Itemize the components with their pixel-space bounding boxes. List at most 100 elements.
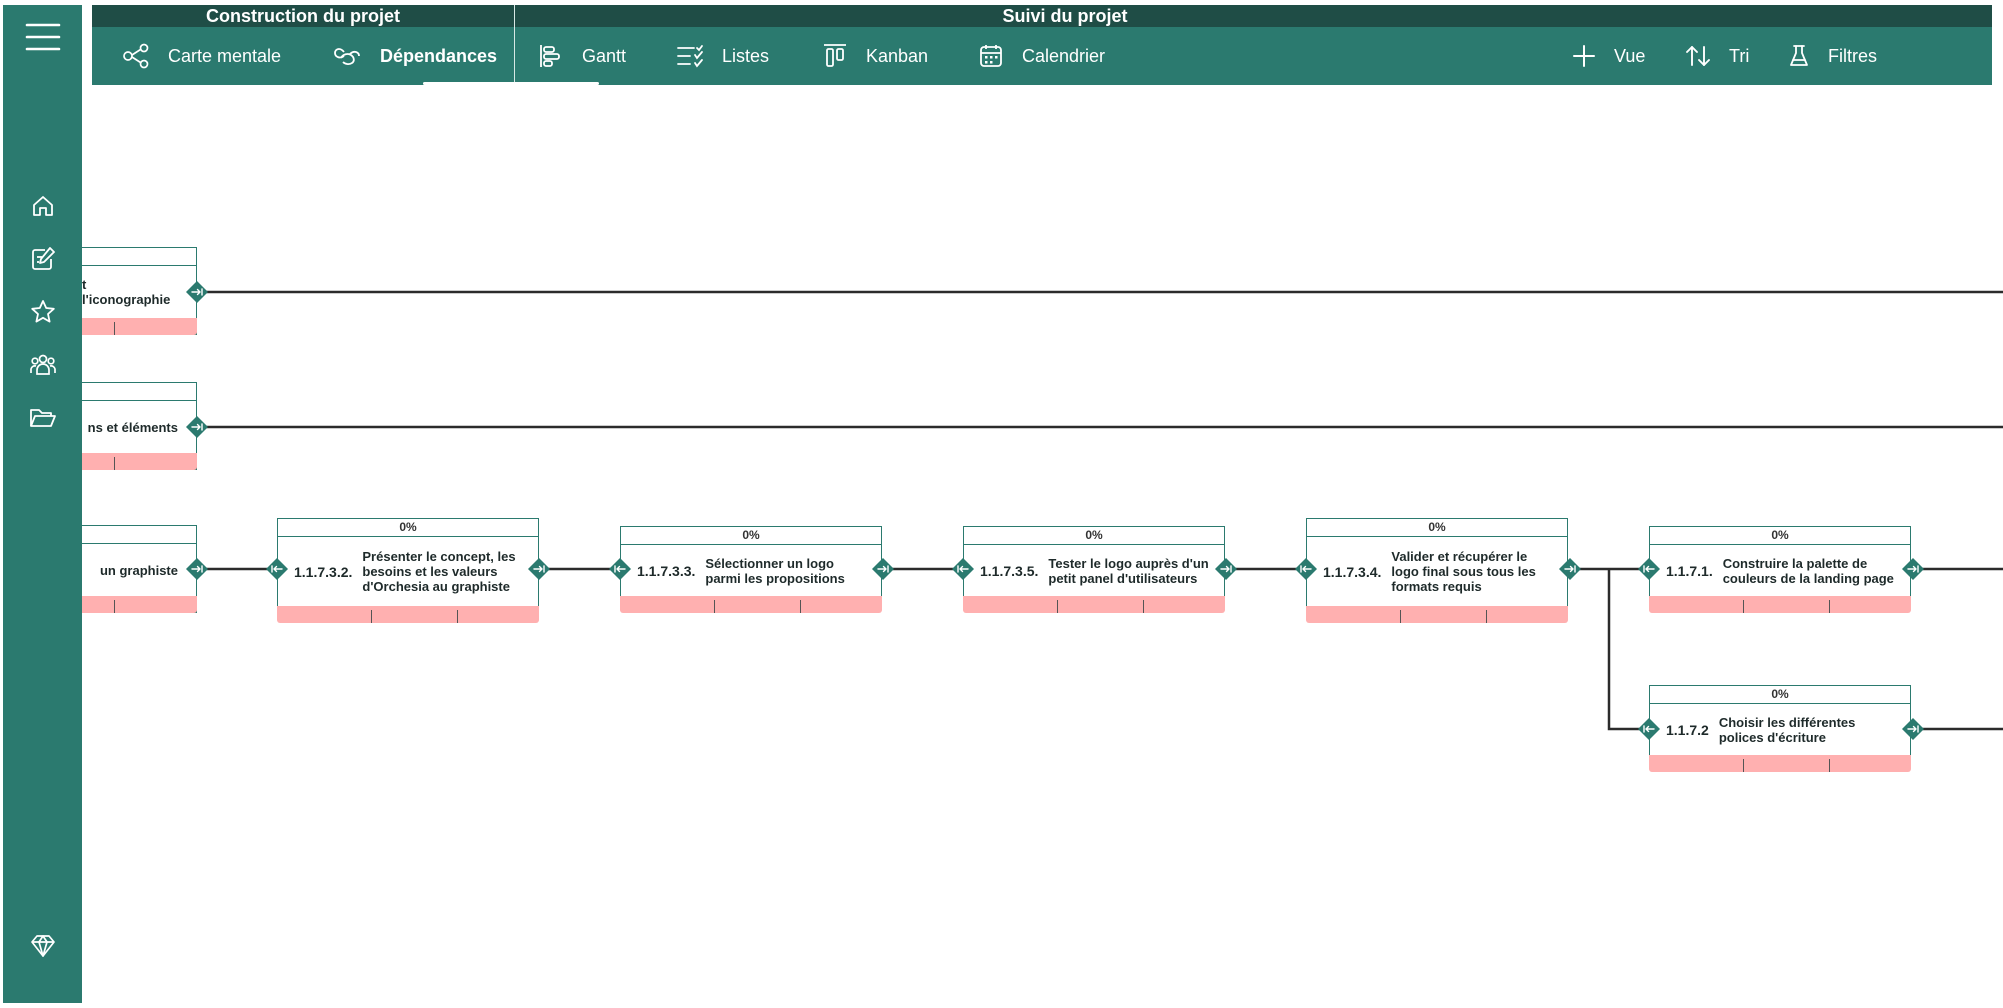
tab-label: Calendrier	[1022, 45, 1106, 66]
sort-icon	[1686, 46, 1710, 66]
task-label: Sélectionner un logo parmi les propositi…	[705, 555, 845, 586]
sort-button[interactable]: Tri	[1685, 27, 1749, 85]
task-progress-header	[82, 383, 196, 401]
output-anchor[interactable]	[1901, 557, 1925, 581]
sidebar-item-favorites[interactable]	[3, 292, 82, 332]
task-progress-label: 0%	[277, 518, 539, 536]
filters-button[interactable]: Filtres	[1788, 27, 1877, 85]
output-anchor[interactable]	[1214, 557, 1238, 581]
task-body: 1.1.7.3.5. Tester le logo auprès d'un pe…	[963, 544, 1225, 596]
task-progress-header	[82, 248, 196, 266]
output-anchor[interactable]	[185, 557, 209, 581]
task-card[interactable]: 0% 1.1.7.3.5. Tester le logo auprès d'un…	[963, 526, 1225, 613]
sidebar-item-folders[interactable]	[3, 398, 82, 438]
menu-button[interactable]	[3, 13, 82, 61]
task-card-partial[interactable]: ns et éléments	[82, 382, 197, 470]
task-card[interactable]: 0% 1.1.7.3.3. Sélectionner un logo parmi…	[620, 526, 882, 613]
task-body: ns et éléments	[82, 401, 196, 453]
task-code: 1.1.7.2	[1666, 721, 1709, 738]
sidebar-item-home[interactable]	[3, 186, 82, 226]
tab-listes[interactable]: Listes	[676, 27, 769, 85]
diamond-anchor-icon	[186, 558, 208, 580]
team-icon	[29, 354, 56, 375]
diamond-anchor-icon	[1215, 558, 1237, 580]
tab-label: Listes	[722, 45, 770, 66]
sidebar-item-notes[interactable]	[3, 239, 82, 279]
top-toolbar: Construction du projet Suivi du projet C…	[92, 5, 1992, 85]
task-code: 1.1.7.3.3.	[637, 562, 696, 579]
task-label: un graphiste	[99, 562, 178, 578]
group-title-construction: Construction du projet	[206, 6, 400, 26]
task-progress-bar	[963, 596, 1225, 613]
task-progress-bar	[82, 453, 197, 470]
diamond-anchor-icon	[872, 558, 894, 580]
input-anchor[interactable]	[1637, 557, 1661, 581]
add-view-button[interactable]: Vue	[1572, 27, 1645, 85]
task-body: 1.1.7.1. Construire la palette de couleu…	[1649, 544, 1911, 596]
action-label: Filtres	[1828, 45, 1877, 66]
task-label: Construire la palette de couleurs de la …	[1722, 555, 1894, 586]
action-label: Tri	[1729, 45, 1750, 66]
task-body: 1.1.7.3.4. Valider et récupérer le logo …	[1306, 536, 1568, 606]
tab-calendrier[interactable]: Calendrier	[978, 27, 1105, 85]
task-label: ns et éléments	[87, 419, 178, 435]
dependency-links	[197, 290, 2003, 731]
tab-carte-mentale[interactable]: Carte mentale	[122, 27, 281, 85]
task-card-partial[interactable]: un graphiste	[82, 525, 197, 613]
task-card[interactable]: 0% 1.1.7.2 Choisir les différentes polic…	[1649, 685, 1911, 772]
diamond-anchor-icon	[1638, 558, 1660, 580]
kanban-icon	[824, 44, 846, 67]
input-anchor[interactable]	[1637, 717, 1661, 741]
group-title-suivi: Suivi du projet	[1002, 6, 1128, 26]
task-label: Tester le logo auprès d'un petit panel d…	[1048, 555, 1209, 586]
tab-label: Carte mentale	[168, 45, 282, 66]
task-code: 1.1.7.3.2.	[294, 563, 353, 580]
folder-icon	[29, 409, 56, 427]
task-card[interactable]: 0% 1.1.7.1. Construire la palette de cou…	[1649, 526, 1911, 613]
task-progress-bar	[82, 318, 197, 335]
output-anchor[interactable]	[871, 557, 895, 581]
task-progress-label: 0%	[1649, 685, 1911, 703]
task-card[interactable]: 0% 1.1.7.3.4. Valider et récupérer le lo…	[1306, 518, 1568, 623]
diamond-icon	[30, 935, 55, 957]
flask-icon	[1790, 45, 1808, 66]
diamond-anchor-icon	[528, 558, 550, 580]
input-anchor[interactable]	[951, 557, 975, 581]
sidebar-item-premium[interactable]	[3, 926, 82, 966]
task-body: 1.1.7.3.2. Présenter le concept, les bes…	[277, 536, 539, 606]
task-card[interactable]: 0% 1.1.7.3.2. Présenter le concept, les …	[277, 518, 539, 623]
task-progress-bar	[620, 596, 882, 613]
tab-gantt[interactable]: Gantt	[538, 27, 626, 85]
output-anchor[interactable]	[185, 415, 209, 439]
output-anchor[interactable]	[1558, 557, 1582, 581]
input-anchor[interactable]	[1294, 557, 1318, 581]
task-body: un graphiste	[82, 544, 196, 596]
action-label: Vue	[1614, 45, 1646, 66]
task-code: 1.1.7.3.4.	[1323, 563, 1382, 580]
tab-label: Dépendances	[380, 45, 498, 66]
home-icon	[32, 196, 53, 216]
tab-kanban[interactable]: Kanban	[822, 27, 928, 85]
task-label: Valider et récupérer le logo final sous …	[1391, 549, 1536, 594]
dependency-canvas[interactable]: t l'iconographie ns et éléments un graph…	[82, 85, 2003, 1008]
diamond-anchor-icon	[1559, 558, 1581, 580]
task-progress-bar	[277, 606, 539, 623]
task-code: 1.1.7.1.	[1666, 562, 1713, 579]
edit-note-icon	[31, 247, 55, 270]
sidebar-item-team[interactable]	[3, 345, 82, 385]
input-anchor[interactable]	[608, 557, 632, 581]
mind-map-icon	[123, 43, 149, 69]
task-card-partial[interactable]: t l'iconographie	[82, 247, 197, 335]
tab-label: Gantt	[582, 45, 627, 66]
output-anchor[interactable]	[527, 557, 551, 581]
input-anchor[interactable]	[265, 557, 289, 581]
menu-icon	[25, 23, 60, 51]
diamond-anchor-icon	[1295, 558, 1317, 580]
diamond-anchor-icon	[1638, 718, 1660, 740]
output-anchor[interactable]	[185, 280, 209, 304]
tab-dependances[interactable]: Dépendances	[332, 27, 497, 85]
plus-icon	[1573, 45, 1595, 67]
output-anchor[interactable]	[1901, 717, 1925, 741]
diamond-anchor-icon	[1902, 718, 1924, 740]
diamond-anchor-icon	[266, 558, 288, 580]
